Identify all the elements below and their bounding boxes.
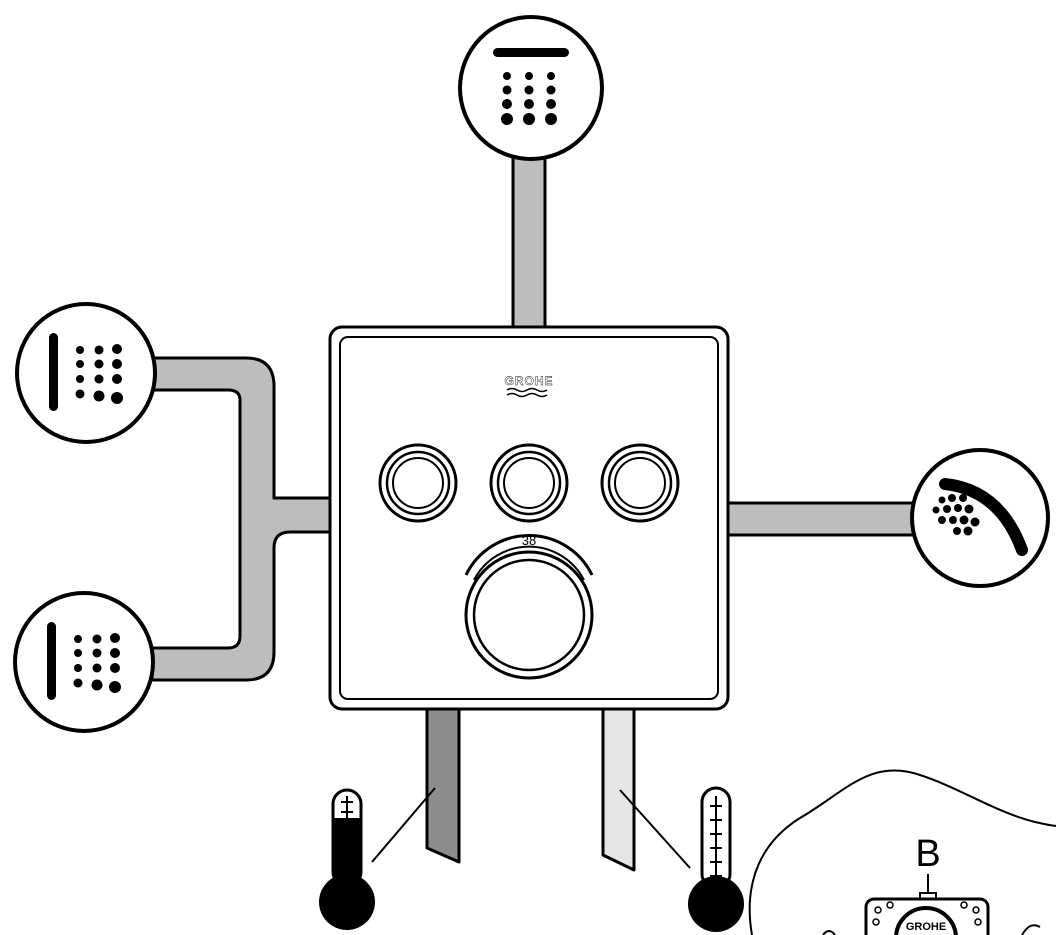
temperature-knob[interactable]: [464, 550, 594, 680]
outlet-button-1[interactable]: [378, 443, 458, 523]
temperature-mark: 38: [522, 533, 536, 548]
thermometer-cold-icon: [619, 786, 744, 932]
temperature-scale-arc-inner: [473, 545, 585, 581]
hand-shower-icon: [910, 448, 1050, 588]
body-jet-upper-icon: [15, 302, 157, 444]
temperature-scale-arc: [464, 534, 594, 576]
brand-waves-icon: [506, 387, 548, 398]
body-jet-lower-icon: [13, 591, 155, 733]
outlet-button-3[interactable]: [600, 443, 680, 523]
overhead-shower-icon: [458, 15, 604, 161]
detail-outline: [748, 769, 1056, 935]
brand-logo: GROHE: [504, 374, 553, 388]
pipe-cold-supply: [601, 698, 636, 872]
detail-brand: GROHE: [906, 921, 946, 933]
detail-label: B: [915, 833, 940, 875]
control-panel: GROHE 38: [328, 325, 730, 711]
thermometer-hot-icon: [319, 787, 436, 930]
pipe-top: [511, 138, 547, 342]
pipe-hot-supply: [425, 698, 461, 864]
detail-callout: B GROHE: [748, 769, 1056, 935]
pipe-right: [708, 501, 917, 537]
pipe-left-manifold: [150, 356, 342, 682]
outlet-button-2[interactable]: [489, 443, 569, 523]
